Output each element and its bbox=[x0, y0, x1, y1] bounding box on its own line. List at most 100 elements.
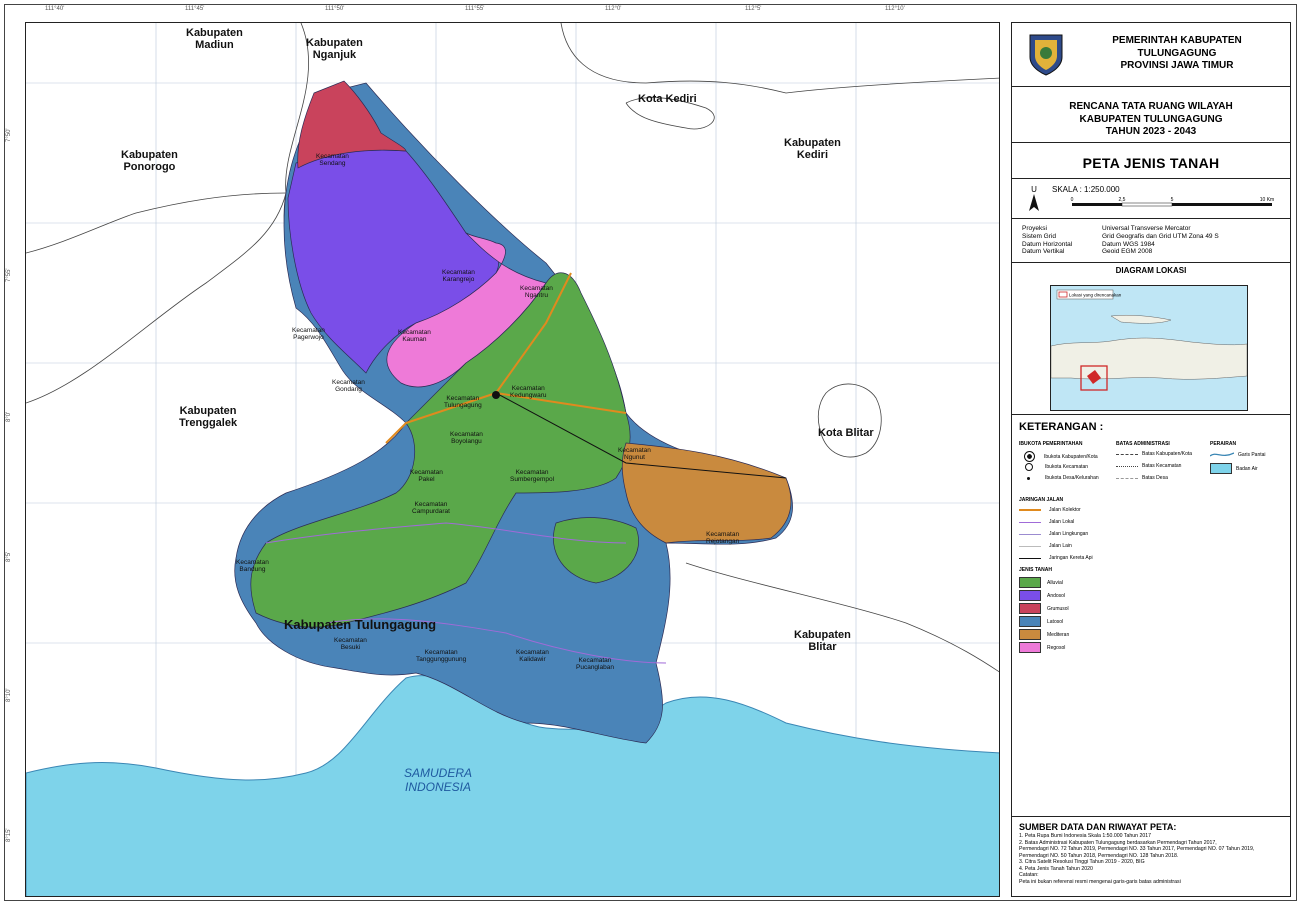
map-canvas[interactable]: Kabupaten Madiun Kabupaten Nganjuk Kota … bbox=[25, 22, 1000, 897]
north-letter: U bbox=[1031, 185, 1037, 194]
legend-label: Latosol bbox=[1047, 618, 1064, 625]
soil-alluvial-east[interactable] bbox=[553, 517, 639, 584]
grid-tick: 8°15' bbox=[6, 828, 12, 842]
projection-value: Datum WGS 1984 bbox=[1102, 240, 1155, 248]
regency-emblem-icon bbox=[1029, 34, 1063, 76]
district-label: Kecamatan Kauman bbox=[398, 329, 431, 344]
neighbor-label: Kabupaten Trenggalek bbox=[179, 405, 238, 430]
legend-item: Badan Air bbox=[1210, 463, 1258, 474]
legend-item: Ibukota Kabupaten/Kota bbox=[1024, 451, 1098, 462]
neighbor-label: Kota Blitar bbox=[818, 427, 874, 439]
grid-tick: 112°5' bbox=[745, 6, 762, 12]
government-line: PROVINSI JAWA TIMUR bbox=[1120, 60, 1234, 71]
legend-section-title: BATAS ADMINISTRASI bbox=[1116, 441, 1170, 447]
district-label: Kecamatan Campurdarat bbox=[412, 501, 450, 516]
legend-item: Ibukota Desa/Kelurahan bbox=[1024, 475, 1099, 481]
source-item: 3. Citra Satelit Resolusi Tinggi Tahun 2… bbox=[1019, 859, 1145, 865]
source-item: Catatan: bbox=[1019, 872, 1039, 878]
source-item: Peta ini bukan referensi resmi mengenai … bbox=[1019, 878, 1181, 885]
projection-key: Proyeksi bbox=[1022, 225, 1047, 232]
grid-tick: 8°5' bbox=[6, 551, 12, 562]
coastline-icon bbox=[1210, 452, 1234, 457]
district-label: Kecamatan Ngunut bbox=[618, 447, 651, 462]
source-item: 2. Batas Administrasi Kabupaten Tulungag… bbox=[1019, 839, 1217, 846]
north-arrow-icon: U bbox=[1029, 185, 1039, 211]
top-grid-ticks: 111°40' 111°45' 111°50' 111°55' 112°0' 1… bbox=[25, 6, 1000, 20]
sea-label: SAMUDERA INDONESIA bbox=[404, 766, 473, 794]
grid-tick: 111°45' bbox=[185, 6, 205, 12]
legend-label: Jalan Kolektor bbox=[1049, 507, 1081, 513]
regosol-swatch bbox=[1019, 642, 1041, 653]
grid-tick: 111°55' bbox=[465, 6, 485, 12]
soil-polygons bbox=[234, 80, 793, 744]
district-label: Kecamatan Pagerwojo bbox=[292, 327, 325, 342]
source-item: 1. Peta Rupa Bumi Indonesia Skala 1:50.0… bbox=[1019, 833, 1151, 839]
projection-value: Universal Transverse Mercator bbox=[1102, 225, 1191, 232]
legend-item: Grumusol bbox=[1019, 603, 1069, 614]
projection-row: Proyeksi Universal Transverse Mercator bbox=[1022, 225, 1280, 233]
legend-item: Alluvial bbox=[1019, 577, 1063, 588]
location-highlight bbox=[1080, 365, 1108, 391]
district-label: Kecamatan Sendang bbox=[316, 153, 349, 168]
water-body-icon bbox=[1210, 463, 1232, 474]
district-label: Kecamatan Bandung bbox=[236, 559, 269, 574]
plan-line: RENCANA TATA RUANG WILAYAH bbox=[1069, 101, 1233, 112]
district-boundary-icon bbox=[1116, 465, 1138, 467]
legend-section-title: IBUKOTA PEMERINTAHAN bbox=[1019, 441, 1083, 447]
grid-tick: 7°50' bbox=[6, 128, 12, 142]
plan-line: KABUPATEN TULUNGAGUNG bbox=[1079, 113, 1223, 125]
inset-legend-label: Lokasi yang direncanakan bbox=[1069, 293, 1122, 298]
village-boundary-icon bbox=[1116, 477, 1138, 479]
district-capital-icon bbox=[1025, 463, 1033, 471]
legend-item: Jalan Lokal bbox=[1019, 519, 1074, 525]
district-label: Kecamatan Ngantru bbox=[520, 285, 553, 300]
scale-bar: 0 2,5 5 10 Km bbox=[1071, 197, 1274, 207]
legend-item: Andosol bbox=[1019, 590, 1065, 601]
soil-mediteran[interactable] bbox=[621, 442, 792, 544]
legend-label: Alluvial bbox=[1047, 579, 1063, 586]
grumusol-swatch bbox=[1019, 603, 1041, 614]
source-item: Permendagri NO. 50 Tahun 2018, Permendag… bbox=[1019, 852, 1179, 859]
projection-key: Datum Vertikal bbox=[1022, 248, 1065, 256]
other-road-icon bbox=[1019, 545, 1041, 547]
grid-tick: 7°55' bbox=[6, 268, 12, 282]
collector-road bbox=[385, 392, 497, 444]
district-label: Kecamatan Sumbergempol bbox=[510, 469, 555, 484]
scale-tick: 0 bbox=[1071, 197, 1074, 203]
collector-road-icon bbox=[1019, 509, 1041, 511]
neighbor-label: Kabupaten Nganjuk bbox=[306, 37, 363, 62]
legend-label: Jalan Lingkungan bbox=[1049, 531, 1089, 537]
district-label: Kecamatan Kedungwaru bbox=[510, 385, 547, 400]
legend-label: Garis Pantai bbox=[1238, 452, 1266, 458]
district-label: Kecamatan Karangrejo bbox=[442, 269, 475, 284]
neighbor-boundaries bbox=[26, 23, 999, 673]
district-label: Kecamatan Tanggunggunung bbox=[416, 649, 467, 664]
soil-regosol[interactable] bbox=[386, 232, 547, 388]
legend-title: KETERANGAN : bbox=[1019, 421, 1104, 433]
legend-label: Jaringan Kereta Api bbox=[1049, 555, 1093, 561]
location-diagram-title: DIAGRAM LOKASI bbox=[1115, 266, 1187, 275]
scale-box: U SKALA : 1:250.000 0 2,5 5 10 Km bbox=[1012, 179, 1290, 219]
projection-value: Grid Geografis dan Grid UTM Zona 49 S bbox=[1102, 232, 1219, 240]
district-label: Kecamatan Gondang bbox=[332, 379, 365, 394]
legend-section-title: JARINGAN JALAN bbox=[1019, 497, 1064, 503]
projection-row: Datum Vertikal Geoid EGM 2008 bbox=[1022, 248, 1280, 256]
neighbor-label: Kabupaten Madiun bbox=[186, 27, 243, 52]
legend-section-title: JENIS TANAH bbox=[1019, 567, 1052, 573]
neighborhood-road-icon bbox=[1019, 533, 1041, 535]
plan-title-box: RENCANA TATA RUANG WILAYAH KABUPATEN TUL… bbox=[1012, 87, 1290, 143]
legend-item: Batas Desa bbox=[1116, 475, 1168, 481]
district-label: Kecamatan Tulungagung bbox=[444, 395, 482, 410]
district-label: Kecamatan Rejotangan bbox=[706, 531, 740, 546]
local-road bbox=[265, 522, 627, 544]
soil-grumusol[interactable] bbox=[297, 80, 407, 169]
regency-capital-marker[interactable] bbox=[492, 391, 500, 399]
inset-svg: Lokasi yang direncanakan bbox=[1051, 289, 1247, 391]
district-label: Kecamatan Besuki bbox=[334, 637, 367, 652]
projection-key: Sistem Grid bbox=[1022, 232, 1056, 240]
soil-alluvial[interactable] bbox=[250, 272, 631, 628]
location-inset-map[interactable]: Lokasi yang direncanakan bbox=[1050, 285, 1248, 411]
alluvial-swatch bbox=[1019, 577, 1041, 588]
grid-tick: 8°10' bbox=[6, 688, 12, 702]
legend-label: Ibukota Kabupaten/Kota bbox=[1044, 453, 1098, 460]
